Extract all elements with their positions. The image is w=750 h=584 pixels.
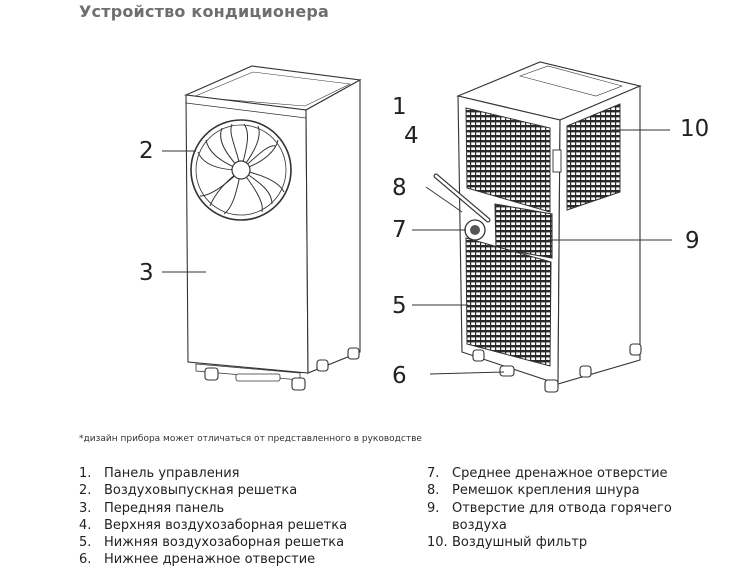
legend-num: 4.: [79, 517, 92, 533]
callout-3: 3: [139, 260, 154, 286]
legend-item: 4. Верхняя воздухозаборная решетка: [79, 517, 347, 534]
legend-left: 1. Панель управления 2. Воздуховыпускная р…: [79, 465, 347, 569]
page-title: Устройство кондиционера: [79, 2, 330, 21]
callout-1: 1: [392, 94, 407, 120]
legend-text: Отверстие для отвода горячего: [452, 500, 672, 516]
legend-text: Передняя панель: [104, 500, 225, 516]
legend-text: Воздуховыпускная решетка: [104, 483, 298, 499]
lower-intake-grille: [465, 237, 552, 367]
callout-9: 9: [685, 228, 700, 254]
callout-2: 2: [139, 138, 154, 164]
legend-num: 1.: [79, 466, 92, 481]
legend-num: 7.: [427, 466, 440, 481]
callout-5: 5: [392, 293, 407, 319]
upper-intake-grille: [465, 107, 551, 213]
callout-6: 6: [392, 363, 407, 389]
legend-right: 7. Среднее дренажное отверстие 8. Ремешок …: [427, 465, 672, 551]
air-filter: [566, 103, 621, 211]
legend-text: Верхняя воздухозаборная решетка: [104, 517, 348, 533]
legend-item: 10.Воздушный фильтр: [427, 534, 672, 551]
front-unit: [183, 65, 362, 391]
legend-text: Панель управления: [104, 466, 240, 481]
design-disclaimer: *дизайн прибора может отличаться от пред…: [79, 434, 422, 444]
legend-item: 9. Отверстие для отвода горячего: [427, 500, 672, 517]
legend-item-continuation: воздуха: [427, 517, 672, 534]
legend-item: 8. Ремешок крепления шнура: [427, 482, 672, 499]
air-conditioner-illustration: [162, 61, 672, 393]
callout-8: 8: [392, 175, 407, 201]
hot-air-outlet: [494, 203, 553, 259]
legend-text: Воздушный фильтр: [452, 535, 588, 551]
legend-text: Ремешок крепления шнура: [452, 483, 640, 499]
filter-handle: [552, 149, 562, 173]
callout-4: 4: [404, 123, 419, 149]
legend-item: 3. Передняя панель: [79, 500, 347, 517]
legend-text: Нижнее дренажное отверстие: [104, 552, 316, 568]
legend-item: 5. Нижняя воздухозаборная решетка: [79, 534, 347, 551]
leader-lines: [162, 129, 672, 375]
legend-text: Среднее дренажное отверстие: [452, 466, 668, 481]
legend-num: 5.: [79, 535, 92, 551]
legend-num: 9.: [427, 500, 440, 516]
legend-num: 10.: [427, 535, 448, 551]
legend-text: воздуха: [452, 517, 507, 533]
legend-num: 2.: [79, 483, 92, 499]
bottom-drain-port: [499, 365, 515, 377]
legend-num: 6.: [79, 552, 92, 568]
legend-text: Нижняя воздухозаборная решетка: [104, 535, 345, 551]
middle-drain-port: [464, 219, 486, 241]
legend-item: 7. Среднее дренажное отверстие: [427, 465, 672, 482]
cord-strap: [433, 173, 491, 223]
legend-item: 1. Панель управления: [79, 465, 347, 482]
callout-7: 7: [392, 217, 407, 243]
legend-item: 2. Воздуховыпускная решетка: [79, 482, 347, 499]
legend-num: 8.: [427, 483, 440, 499]
callout-10: 10: [680, 116, 710, 142]
legend-item: 6. Нижнее дренажное отверстие: [79, 551, 347, 568]
fan-icon: [190, 119, 292, 221]
legend-num: 3.: [79, 500, 92, 516]
